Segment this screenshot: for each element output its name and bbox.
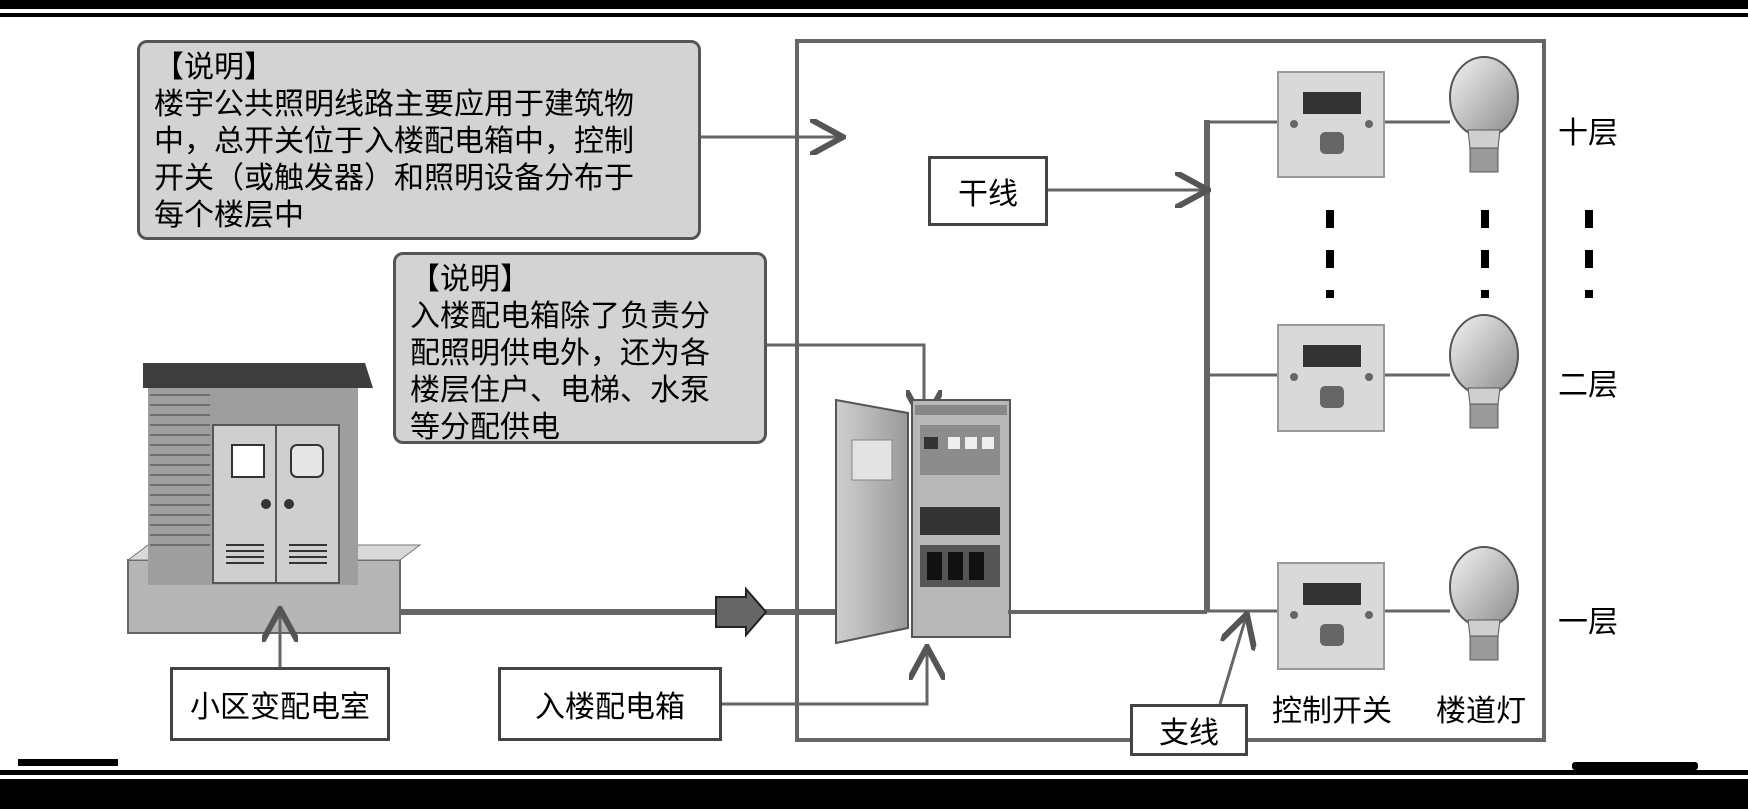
- floor-label-2: 二层: [1558, 368, 1618, 403]
- note-line: 中，总开关位于入楼配电箱中，控制: [154, 124, 634, 159]
- note2-leader: [765, 343, 924, 420]
- substation-label: 小区变配电室: [170, 667, 390, 741]
- branch-label-leader: [1218, 617, 1246, 705]
- corridor-light-caption: 楼道灯: [1436, 694, 1526, 729]
- floor-label-1: 一层: [1558, 605, 1618, 640]
- top-border-band: [0, 0, 1748, 9]
- floor-ellipsis: [1326, 210, 1593, 298]
- switch-floor-1: [1277, 562, 1385, 670]
- bulb-floor-1: [1449, 546, 1519, 661]
- note-distribution-box: 【说明】 入楼配电箱除了负责分 配照明供电外，还为各 楼层住户、电梯、水泵 等分…: [393, 252, 767, 445]
- bottom-border-band: [0, 779, 1748, 809]
- bottom-left-mark: [18, 759, 118, 766]
- switch-floor-10: [1277, 71, 1385, 178]
- feed-arrow: [715, 586, 768, 638]
- trunk-line-label: 干线: [928, 156, 1048, 226]
- building-box-label: 入楼配电箱: [498, 667, 722, 741]
- note-line: 配照明供电外，还为各: [410, 336, 710, 371]
- bottom-right-mark: [1548, 762, 1698, 809]
- note-line: 每个楼层中: [154, 198, 304, 233]
- top-border-thin: [0, 13, 1748, 17]
- building-distribution-box: [835, 398, 1011, 645]
- note-line: 楼宇公共照明线路主要应用于建筑物: [154, 87, 634, 122]
- note-title: 【说明】: [154, 50, 274, 85]
- note-line: 入楼配电箱除了负责分: [410, 299, 710, 334]
- note-building-lighting: 【说明】 楼宇公共照明线路主要应用于建筑物 中，总开关位于入楼配电箱中，控制 开…: [137, 40, 701, 240]
- bulb-floor-2: [1449, 314, 1519, 429]
- note-title: 【说明】: [410, 262, 530, 297]
- control-switch-caption: 控制开关: [1272, 694, 1392, 729]
- building-outline: [795, 39, 1546, 742]
- note-line: 楼层住户、电梯、水泵: [410, 373, 710, 408]
- note-line: 等分配供电: [410, 410, 560, 445]
- substation-kiosk: [126, 363, 422, 634]
- floor-label-10: 十层: [1558, 116, 1618, 151]
- bottom-border-thin: [0, 770, 1748, 775]
- switch-floor-2: [1277, 324, 1385, 432]
- branch-line-label: 支线: [1130, 704, 1248, 756]
- bulb-floor-10: [1449, 56, 1519, 173]
- box-label-leader: [720, 650, 927, 706]
- note-line: 开关（或触发器）和照明设备分布于: [154, 161, 634, 196]
